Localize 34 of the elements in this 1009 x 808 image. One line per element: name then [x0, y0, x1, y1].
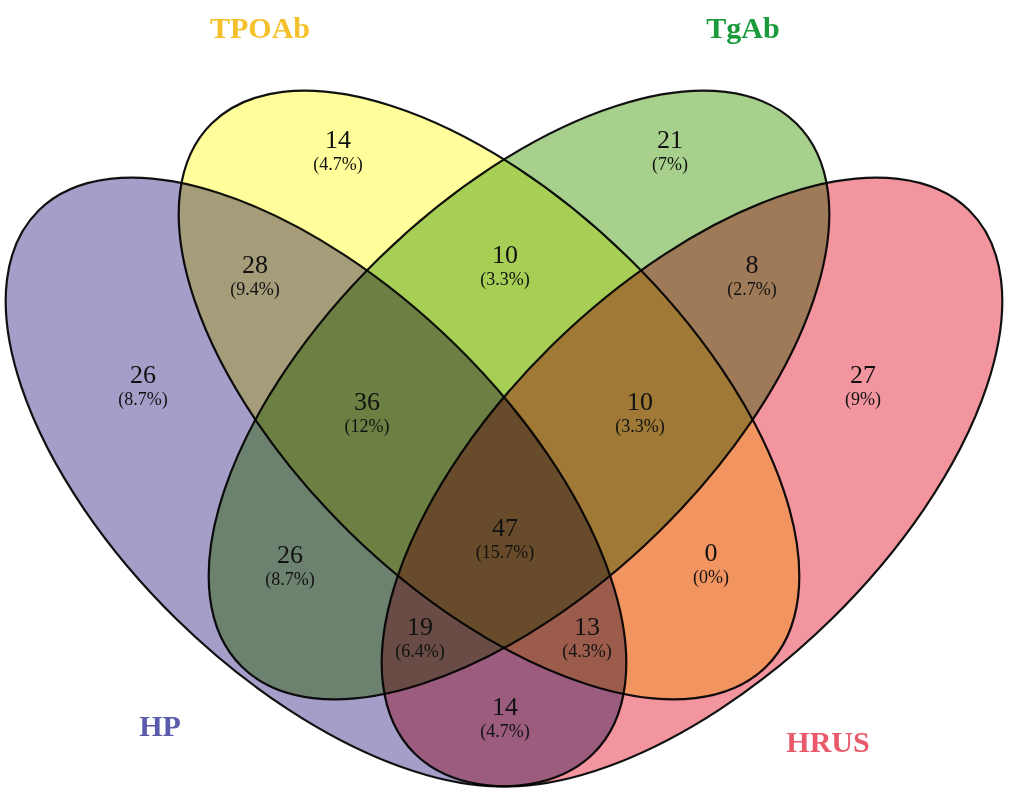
region-percent: (2.7%): [727, 280, 777, 298]
region-count: 14: [325, 127, 351, 153]
region-percent: (8.7%): [265, 570, 315, 588]
region-count: 27: [850, 362, 876, 388]
region-count: 13: [574, 614, 600, 640]
region-count: 10: [627, 389, 653, 415]
region-percent: (6.4%): [395, 642, 445, 660]
region-percent: (9.4%): [230, 280, 280, 298]
region-count: 36: [354, 389, 380, 415]
region-percent: (9%): [845, 390, 881, 408]
region-percent: (12%): [344, 417, 390, 435]
region-percent: (3.3%): [480, 270, 530, 288]
region-count: 21: [657, 127, 683, 153]
region-percent: (4.3%): [562, 642, 612, 660]
set-label: HRUS: [786, 727, 870, 757]
region-count: 8: [745, 252, 759, 278]
region-count: 19: [407, 614, 433, 640]
region-count: 26: [130, 362, 156, 388]
region-count: 26: [277, 542, 303, 568]
region-percent: (7%): [652, 155, 688, 173]
region-percent: (15.7%): [475, 543, 535, 561]
region-count: 47: [492, 515, 518, 541]
region-percent: (4.7%): [313, 155, 363, 173]
region-count: 10: [492, 242, 518, 268]
set-label: TPOAb: [210, 13, 310, 43]
region-count: 14: [492, 694, 518, 720]
region-percent: (8.7%): [118, 390, 168, 408]
region-percent: (3.3%): [615, 417, 665, 435]
region-percent: (0%): [693, 568, 729, 586]
set-label: TgAb: [706, 13, 780, 43]
region-count: 0: [704, 540, 718, 566]
region-percent: (4.7%): [480, 722, 530, 740]
set-label: HP: [139, 711, 181, 741]
region-count: 28: [242, 252, 268, 278]
